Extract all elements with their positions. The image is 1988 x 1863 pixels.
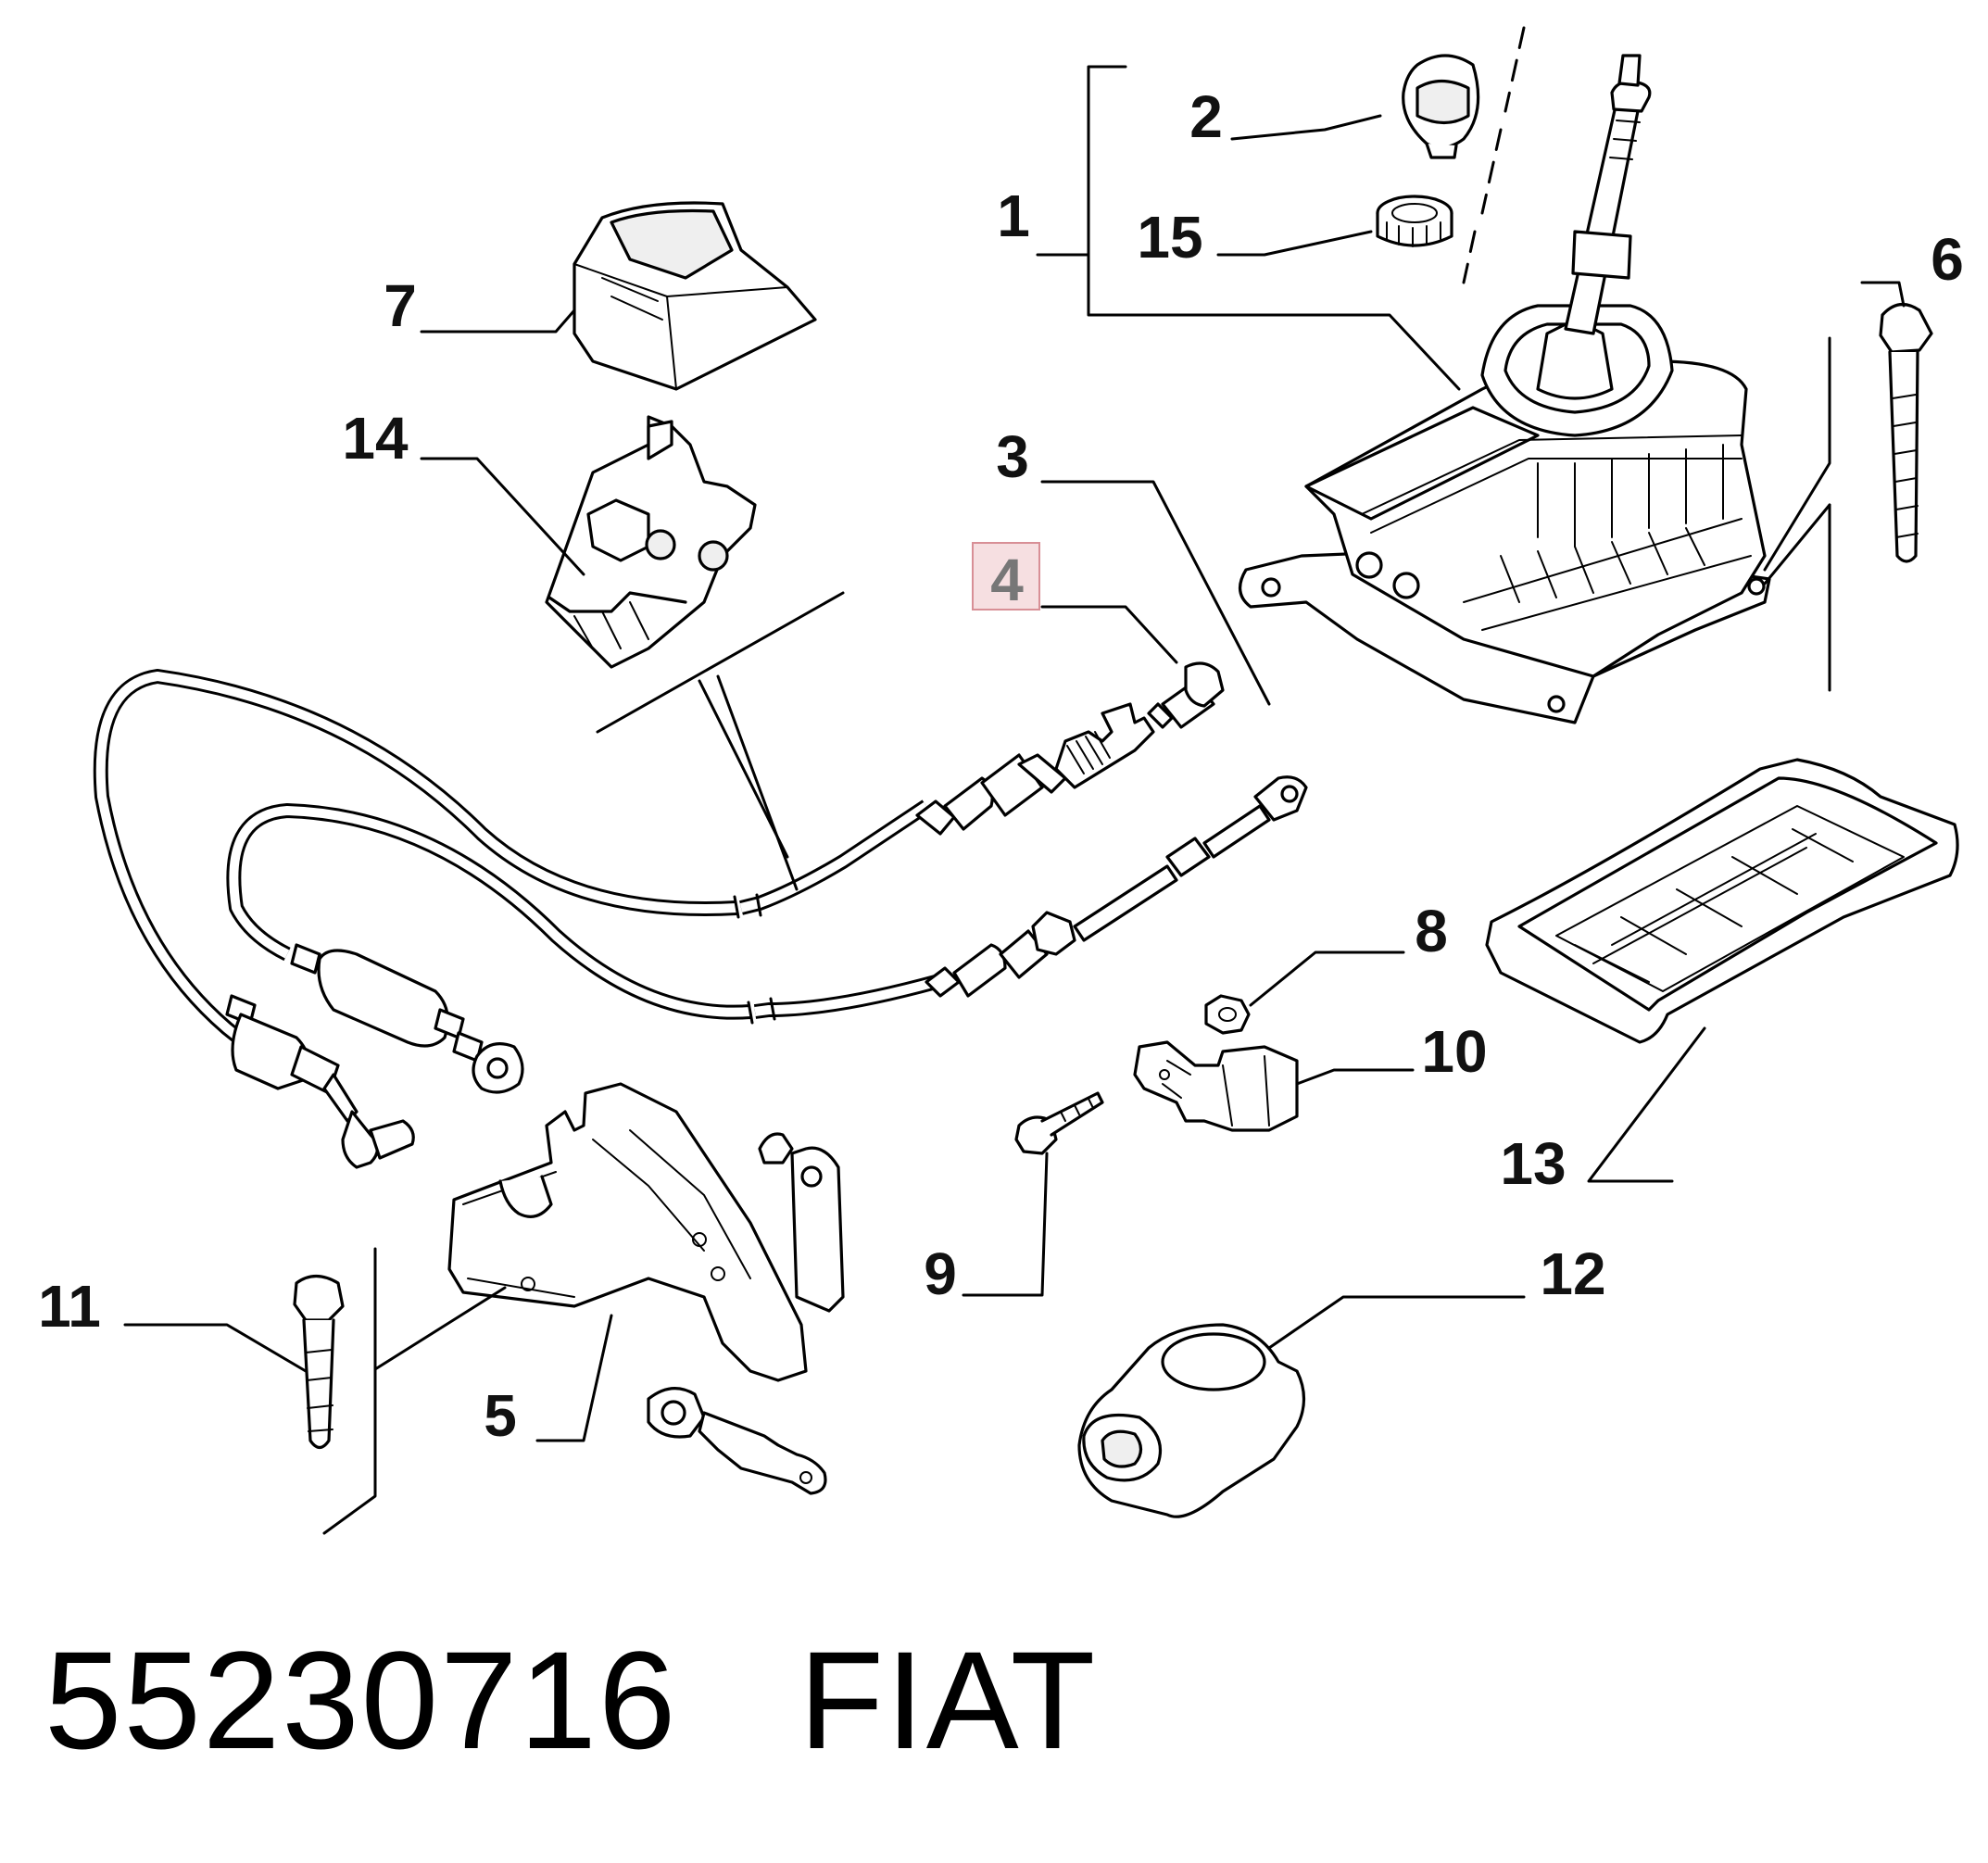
bolt-part-6 — [1879, 303, 1933, 563]
cable-bracket — [545, 415, 757, 669]
clip-part-10 — [1133, 1040, 1299, 1132]
part-number: 55230716 — [44, 1622, 678, 1778]
shift-boot-frame — [1485, 758, 1959, 1044]
knob-dashed-bracket — [1462, 26, 1526, 284]
callout-5: 5 — [484, 1382, 517, 1449]
gear-knob — [1402, 54, 1480, 159]
part-number-footer: 55230716 FIAT — [44, 1630, 1097, 1769]
callout-labels: 1 2 3 4 5 6 7 8 9 10 11 12 13 14 15 — [38, 83, 1964, 1449]
brand-name: FIAT — [799, 1622, 1098, 1778]
gear-shift-housing — [1239, 54, 1771, 724]
shift-cover — [572, 201, 817, 391]
callout-12: 12 — [1540, 1240, 1605, 1307]
callout-11: 11 — [38, 1273, 101, 1340]
callout-7: 7 — [384, 272, 417, 339]
callout-8: 8 — [1415, 898, 1448, 964]
screw-part-9 — [1014, 1091, 1104, 1155]
callout-14: 14 — [342, 405, 409, 472]
callout-9: 9 — [924, 1240, 957, 1307]
callout-4: 4 — [990, 547, 1024, 613]
shift-cables — [93, 661, 1308, 1169]
leader-lines — [123, 65, 1906, 1535]
callout-15: 15 — [1137, 204, 1202, 271]
callout-1: 1 — [997, 183, 1030, 249]
gear-selector-bracket — [447, 1082, 845, 1495]
callout-2: 2 — [1189, 83, 1223, 150]
rubber-mount — [1077, 1323, 1306, 1518]
retaining-ring — [1376, 195, 1453, 247]
callout-10: 10 — [1421, 1018, 1487, 1085]
nut-part-8 — [1204, 994, 1251, 1035]
callout-3: 3 — [996, 423, 1029, 490]
callout-6: 6 — [1931, 226, 1964, 293]
callout-4-highlight — [972, 542, 1040, 611]
bolt-part-11 — [293, 1274, 345, 1450]
callout-13: 13 — [1500, 1130, 1566, 1197]
